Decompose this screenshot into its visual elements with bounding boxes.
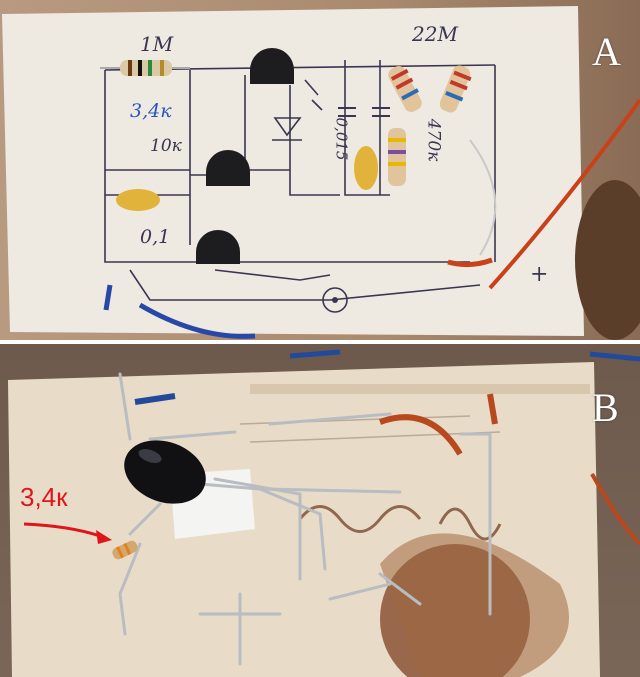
resistor-3-4k — [112, 540, 138, 560]
led-icon — [124, 440, 206, 504]
transistor-middle-icon — [206, 150, 250, 186]
component-leads — [118, 372, 492, 666]
resistor-22m-left — [388, 66, 422, 112]
label-22m: 22M — [412, 22, 458, 46]
photo-panel-b: 3,4к B — [0, 344, 640, 677]
callout-arrow — [23, 522, 101, 538]
label-1m: 1M — [140, 32, 174, 56]
resistor-22m-right — [439, 65, 472, 113]
circuit-drawing — [2, 6, 640, 340]
transistors — [196, 48, 294, 264]
callout-label-3-4k: 3,4к — [20, 482, 68, 512]
panel-divider — [0, 340, 640, 346]
yellow-capacitor-0-1 — [116, 189, 160, 211]
cardboard-card — [2, 6, 584, 336]
transistor-bottom-icon — [196, 230, 240, 264]
background-object — [575, 180, 640, 340]
red-wire-long — [488, 98, 640, 290]
red-wire — [378, 414, 463, 456]
transistor-top-icon — [250, 48, 294, 84]
photo-panel-a: 1M 22M 3,4к 10к 470к 0,1 0,015 + A — [0, 0, 640, 344]
yellow-capacitor-0-015 — [354, 146, 378, 190]
panel-label-a: A — [592, 29, 621, 74]
silver-lead — [469, 139, 497, 256]
label-0-015: 0,015 — [332, 117, 351, 161]
label-0-1: 0,1 — [140, 226, 171, 248]
capacitor-symbols — [338, 107, 390, 117]
resistor-470k — [388, 128, 406, 186]
label-plus: + — [530, 262, 549, 287]
red-wire-short — [447, 257, 493, 268]
resistor-1m — [100, 60, 190, 76]
led-outline — [322, 287, 348, 313]
label-3-4k: 3,4к — [130, 100, 172, 122]
board-underside — [8, 349, 640, 677]
diode-symbols — [272, 79, 323, 141]
blue-wire-b — [134, 393, 176, 405]
label-470k: 470к — [423, 118, 444, 162]
panel-label-b: B — [592, 385, 619, 430]
blue-wire — [138, 302, 256, 339]
label-10k: 10к — [150, 136, 182, 156]
